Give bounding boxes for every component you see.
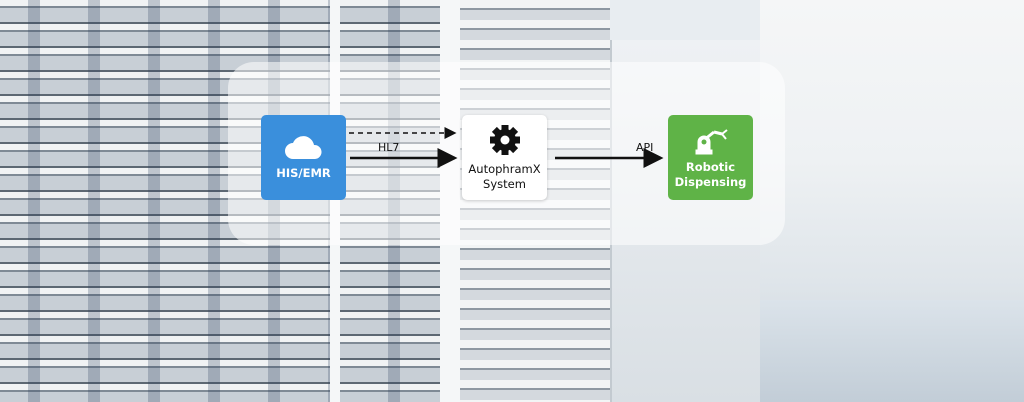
api-label: API <box>636 141 654 154</box>
robot-arm-icon <box>695 129 728 155</box>
hl7-label: HL7 <box>378 141 400 154</box>
node-label: HIS/EMR <box>276 166 331 181</box>
robotic-dispensing-node: Robotic Dispensing <box>668 115 753 200</box>
autophramx-node: AutophramX System <box>462 115 547 200</box>
node-label-line2: Dispensing <box>674 174 747 189</box>
node-label-line1: AutophramX <box>468 162 541 177</box>
his-emr-node: HIS/EMR <box>261 115 346 200</box>
gear-icon <box>489 125 520 156</box>
node-label-line1: Robotic <box>685 160 736 175</box>
cloud-icon <box>284 136 322 160</box>
node-label-line2: System <box>483 176 526 191</box>
